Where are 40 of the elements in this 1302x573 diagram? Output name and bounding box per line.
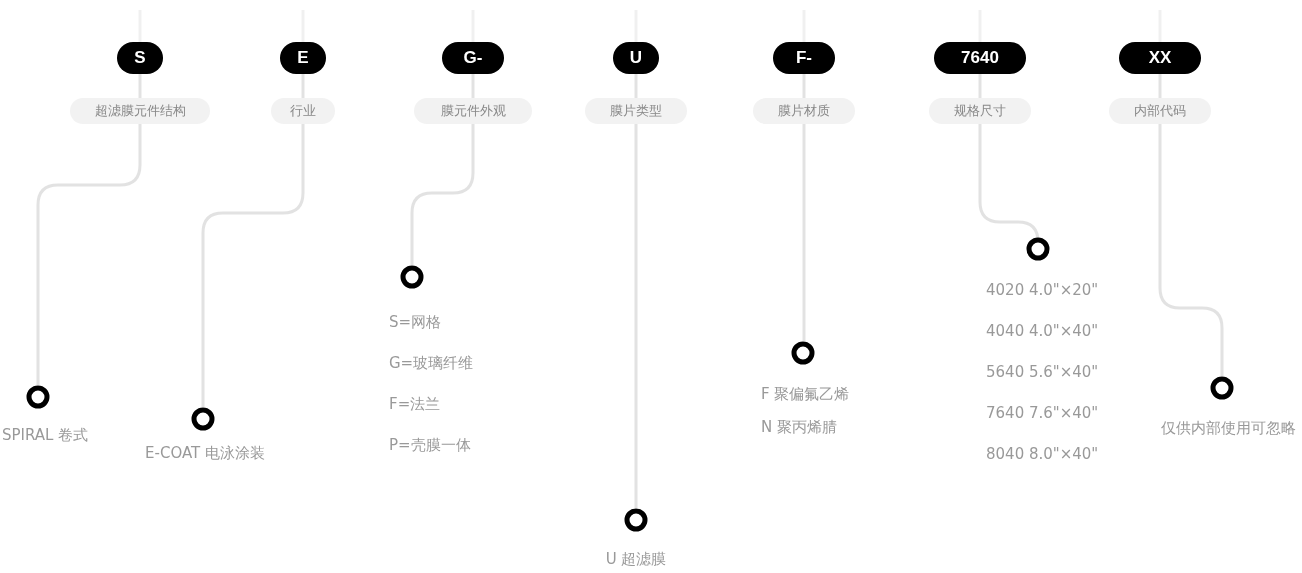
category-label: 膜片类型: [585, 98, 687, 124]
option-text: G=玻璃纤维: [389, 353, 474, 373]
connector-line: [201, 124, 305, 407]
code-pill: S: [117, 42, 163, 74]
option-text: 4040 4.0"×40": [986, 321, 1099, 341]
option-text: F=法兰: [389, 394, 441, 414]
end-circle: [1210, 376, 1234, 400]
end-circle: [26, 385, 50, 409]
connector-line: [410, 124, 475, 265]
option-text: 仅供内部使用可忽略: [1160, 418, 1296, 438]
option-text: N 聚丙烯腈: [761, 417, 837, 437]
connector-line: [1158, 124, 1224, 376]
code-pill: XX: [1119, 42, 1201, 74]
option-text: 7640 7.6"×40": [986, 403, 1099, 423]
end-circle: [191, 407, 215, 431]
end-circle: [791, 341, 815, 365]
end-circle: [1026, 237, 1050, 261]
category-label: 膜片材质: [753, 98, 855, 124]
category-label: 超滤膜元件结构: [70, 98, 210, 124]
code-pill: G-: [442, 42, 504, 74]
option-text: E-COAT 电泳涂装: [145, 443, 265, 463]
option-text: SPIRAL 卷式: [2, 425, 89, 445]
option-text: F 聚偏氟乙烯: [761, 384, 850, 404]
category-label: 内部代码: [1109, 98, 1211, 124]
option-text: 4020 4.0"×20": [986, 280, 1099, 300]
category-label: 规格尺寸: [929, 98, 1031, 124]
connector-line: [36, 124, 142, 385]
end-circle: [400, 265, 424, 289]
option-text: U 超滤膜: [605, 549, 667, 569]
option-text: P=壳膜一体: [389, 435, 471, 455]
category-label: 行业: [271, 98, 335, 124]
code-pill: 7640: [934, 42, 1026, 74]
option-text: 8040 8.0"×40": [986, 444, 1099, 464]
code-pill: U: [613, 42, 659, 74]
end-circle: [624, 508, 648, 532]
code-pill: F-: [773, 42, 835, 74]
option-text: S=网格: [389, 312, 442, 332]
option-text: 5640 5.6"×40": [986, 362, 1099, 382]
category-label: 膜元件外观: [414, 98, 532, 124]
code-pill: E: [280, 42, 326, 74]
